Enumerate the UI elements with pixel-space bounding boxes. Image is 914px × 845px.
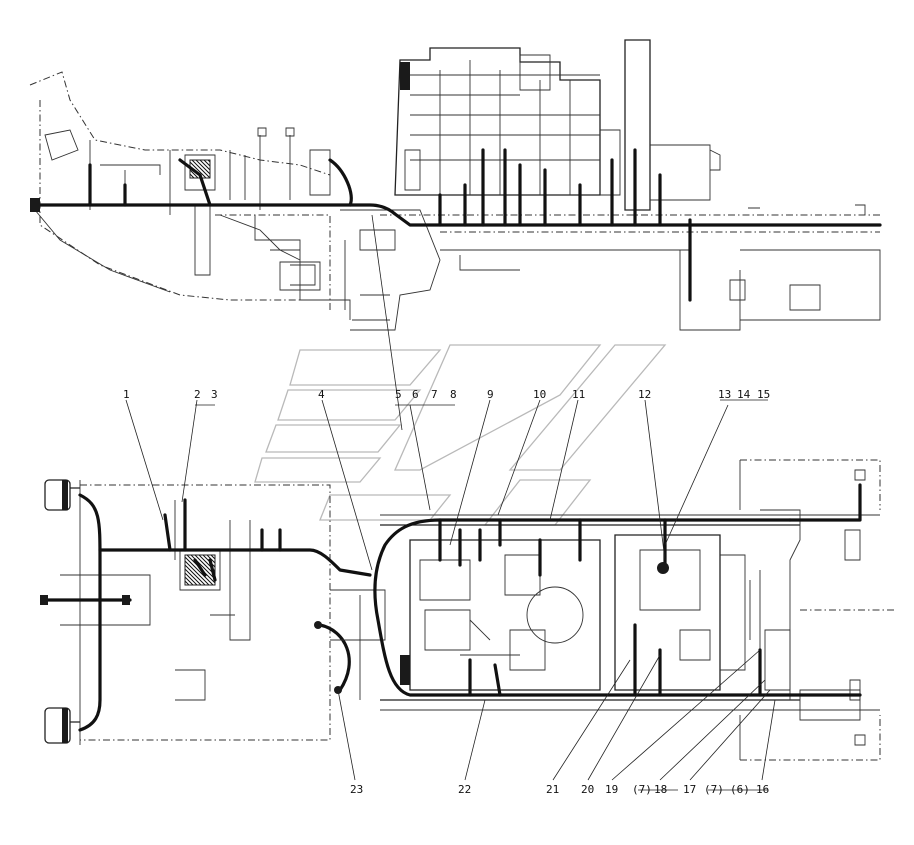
callout-label: 11 — [572, 388, 585, 401]
callout-leaders — [125, 214, 776, 791]
callout-label: 7 — [431, 388, 438, 401]
engine-plan — [409, 539, 601, 691]
callout-label: 18 — [654, 783, 667, 796]
callout-label: 10 — [533, 388, 546, 401]
callout-label: 1 — [123, 388, 130, 401]
cab-plan-outline — [80, 484, 331, 741]
callout-label: 3 — [211, 388, 218, 401]
callout-label: 19 — [605, 783, 618, 796]
chassis-harness-loop — [373, 518, 792, 697]
callout-label: 20 — [581, 783, 594, 796]
callout-label: 12 — [638, 388, 651, 401]
callout-label: 17 — [683, 783, 696, 796]
callout-label: 22 — [458, 783, 471, 796]
callout-label: 9 — [487, 388, 494, 401]
callout-label: 16 — [756, 783, 769, 796]
callout-label: (7) — [704, 783, 724, 796]
callout-label: 5 — [395, 388, 402, 401]
radiator — [624, 39, 651, 211]
engine-block — [394, 47, 601, 196]
callout-label: 14 — [737, 388, 751, 401]
callout-label: 6 — [412, 388, 419, 401]
callout-label: 4 — [318, 388, 325, 401]
callout-label: 15 — [757, 388, 770, 401]
callout-label: 8 — [450, 388, 457, 401]
callout-label: 23 — [350, 783, 363, 796]
right-mirror — [44, 707, 71, 744]
callout-labels: 1 2 3 4 5 6 7 8 9 10 11 12 13 14 15 23 2… — [123, 388, 770, 796]
cab-harness — [78, 493, 102, 732]
plan-view — [40, 459, 895, 761]
callout-label: 13 — [718, 388, 731, 401]
callout-label: (7) — [632, 783, 652, 796]
side-view — [29, 39, 882, 331]
main-harness-top — [38, 203, 882, 227]
callout-label: 2 — [194, 388, 201, 401]
callout-label: (6) — [730, 783, 750, 796]
left-mirror — [44, 479, 71, 511]
callout-label: 21 — [546, 783, 559, 796]
cab-outline — [29, 71, 331, 176]
watermark-logo — [254, 344, 667, 526]
